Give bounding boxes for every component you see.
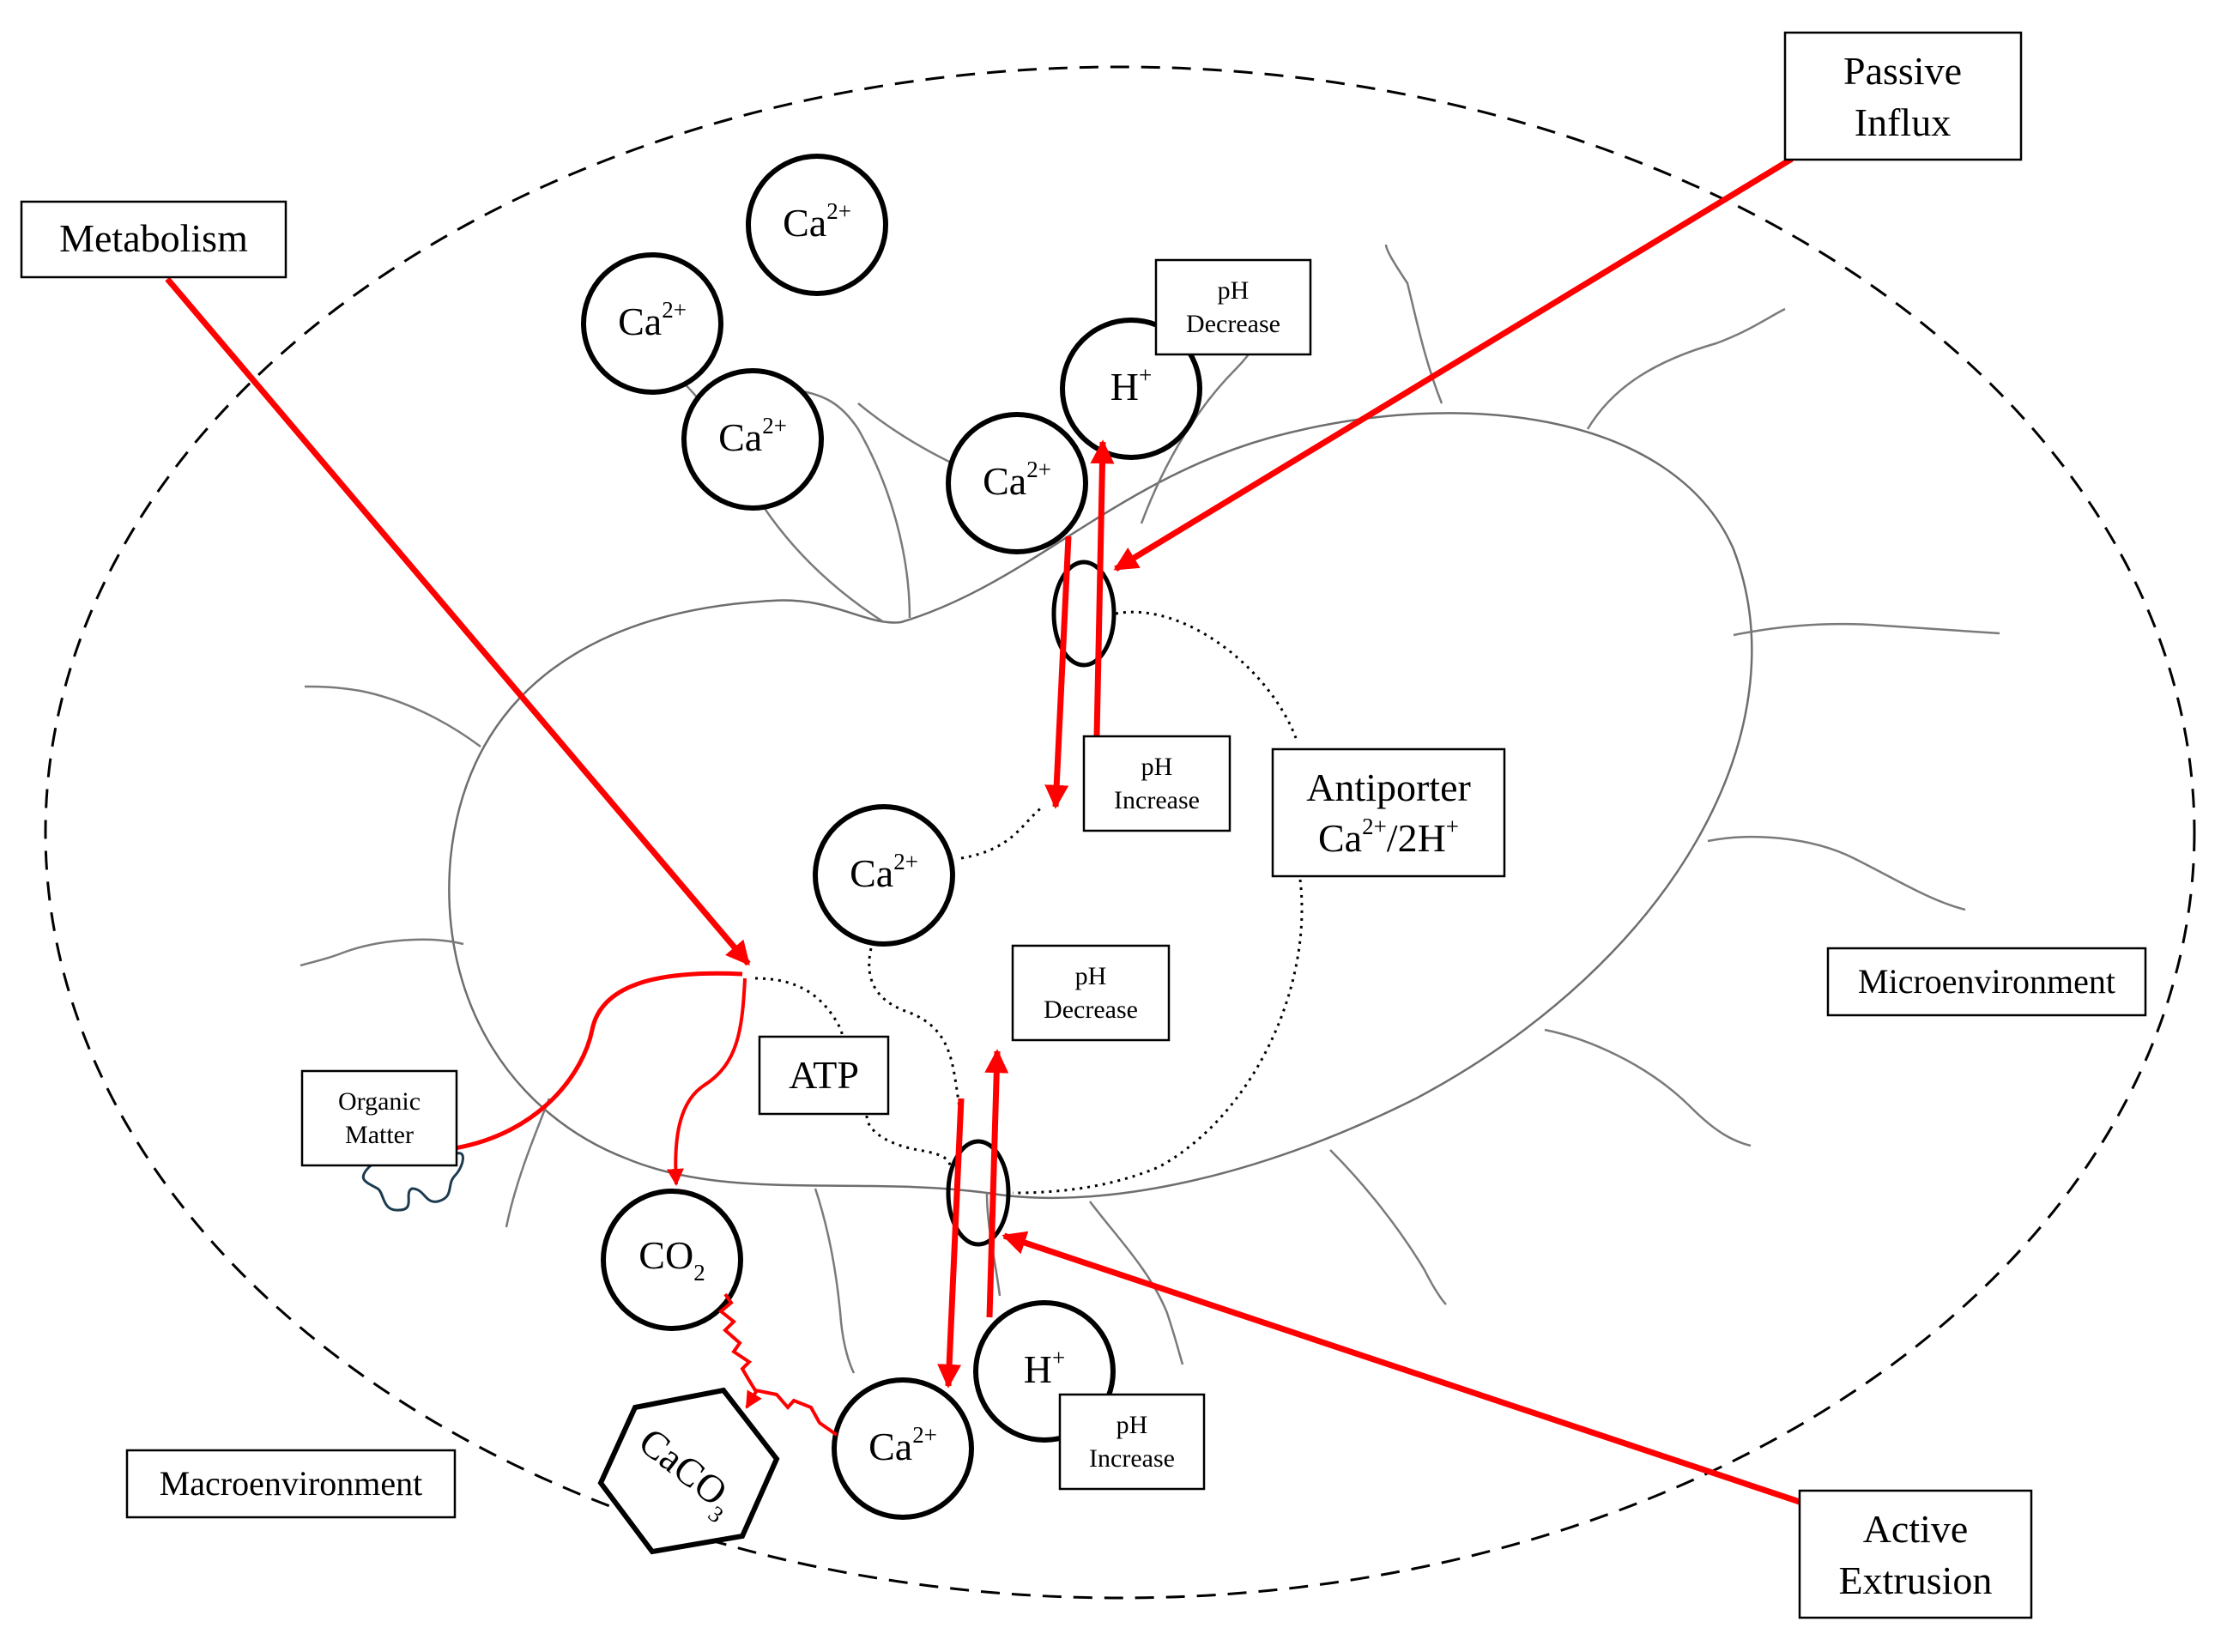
svg-text:Ca2+: Ca2+ — [983, 457, 1051, 503]
antiporter-top-h-out-arrow — [1090, 439, 1115, 737]
svg-text:Ca2+: Ca2+ — [783, 198, 851, 245]
caco3-zigzag-tip — [745, 1389, 762, 1409]
metabolism-arrow — [165, 276, 751, 966]
svg-text:Ca2+: Ca2+ — [850, 849, 918, 895]
label-active-extrusion: Active Extrusion — [1798, 1489, 2033, 1619]
ca-ion-left: Ca2+ — [581, 252, 723, 395]
antiporter-top-ca-in-arrow — [1044, 536, 1072, 809]
svg-text:Decrease: Decrease — [1044, 995, 1138, 1024]
caco3-crystal: CaCO3 — [597, 1387, 780, 1555]
red-arrows — [165, 156, 1806, 1507]
antiporter-bottom — [946, 1139, 1011, 1247]
svg-text:Matter: Matter — [345, 1121, 414, 1149]
svg-text:Increase: Increase — [1089, 1444, 1175, 1473]
svg-text:pH: pH — [1218, 276, 1250, 305]
ca-ion-inside-cell: Ca2+ — [813, 804, 955, 947]
svg-text:Decrease: Decrease — [1186, 310, 1280, 338]
label-passive-influx: Passive Influx — [1783, 31, 2023, 161]
ca-ion-top: Ca2+ — [746, 154, 888, 296]
ca-ion-near-antiporter-top: Ca2+ — [946, 412, 1088, 554]
ca-ion-mid: Ca2+ — [681, 368, 824, 511]
svg-text:pH: pH — [1075, 962, 1107, 990]
svg-text:CO2: CO2 — [638, 1233, 705, 1286]
svg-text:Ca2+: Ca2+ — [618, 297, 687, 343]
label-organic-matter: Organic Matter — [300, 1069, 458, 1167]
label-ph-decrease-bottom: pH Decrease — [1011, 944, 1171, 1042]
svg-text:ATP: ATP — [789, 1053, 859, 1097]
antiporter-bottom-ca-out-arrow — [937, 1098, 965, 1389]
svg-text:Antiporter: Antiporter — [1306, 765, 1471, 809]
atp-to-co2-arrow — [666, 977, 747, 1186]
label-microenvironment: Microenvironment — [1826, 947, 2147, 1017]
label-metabolism: Metabolism — [20, 200, 287, 279]
label-ph-decrease-top: pH Decrease — [1154, 258, 1312, 356]
svg-text:Influx: Influx — [1855, 100, 1951, 144]
co2-to-caco3-zigzag — [717, 1292, 838, 1437]
svg-text:pH: pH — [1141, 753, 1173, 781]
organic-matter-arrow — [454, 971, 743, 1151]
antiporter-bottom-h-in-arrow — [984, 1049, 1009, 1318]
label-ph-increase-bottom: pH Increase — [1058, 1393, 1206, 1491]
svg-text:Ca2+/2H+: Ca2+/2H+ — [1318, 814, 1459, 860]
antiporter-top — [1051, 560, 1116, 668]
svg-text:Passive: Passive — [1843, 49, 1962, 93]
label-atp: ATP — [758, 1035, 890, 1116]
label-antiporter: Antiporter Ca2+/2H+ — [1271, 747, 1506, 878]
svg-text:Macroenvironment: Macroenvironment — [160, 1464, 423, 1503]
svg-text:H+: H+ — [1024, 1345, 1065, 1391]
svg-text:Ca2+: Ca2+ — [868, 1422, 937, 1468]
co2-molecule: CO2 — [601, 1189, 743, 1331]
svg-text:pH: pH — [1116, 1411, 1148, 1439]
passive-influx-arrow — [1113, 156, 1794, 572]
svg-text:Extrusion: Extrusion — [1839, 1558, 1993, 1602]
active-extrusion-arrow — [1001, 1231, 1806, 1507]
ca-ion-bottom: Ca2+ — [832, 1377, 974, 1520]
svg-text:Active: Active — [1863, 1507, 1969, 1551]
microenvironment-boundary — [44, 65, 2196, 1600]
svg-text:H+: H+ — [1110, 362, 1152, 408]
svg-text:Ca2+: Ca2+ — [718, 413, 787, 459]
label-ph-increase-top: pH Increase — [1082, 735, 1231, 832]
svg-text:Increase: Increase — [1114, 786, 1200, 814]
svg-text:Metabolism: Metabolism — [59, 216, 248, 260]
svg-text:Microenvironment: Microenvironment — [1858, 962, 2115, 1001]
label-macroenvironment: Macroenvironment — [125, 1449, 457, 1519]
svg-text:Organic: Organic — [338, 1087, 421, 1116]
